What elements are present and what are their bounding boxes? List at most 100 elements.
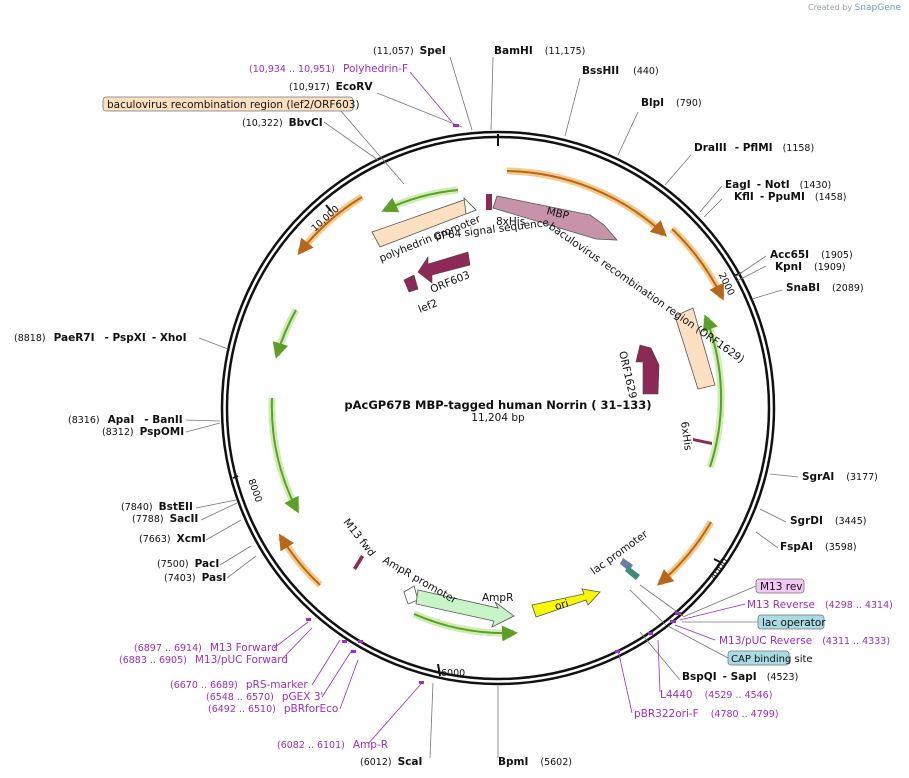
- site-bspqi-sapi[interactable]: BspQI- SapI(4523): [682, 671, 798, 683]
- snapgene-logo-text: SnapGene: [854, 3, 901, 13]
- lac-operator-label: lac operator: [762, 617, 826, 629]
- site-pasi[interactable]: (7403)PasI: [164, 572, 226, 584]
- orf603-arrow: [417, 251, 471, 284]
- site-draiii-pflmi[interactable]: DraIII- PflMI(1158): [694, 142, 814, 154]
- plasmid-title: pAcGP67B MBP-tagged human Norrin ( 31–13…: [344, 398, 651, 412]
- site-blpi[interactable]: BlpI(790): [641, 97, 702, 109]
- site-paer7i-pspxi-xhoi[interactable]: (8818)PaeR7I- PspXI- XhoI: [14, 332, 187, 344]
- feature-orf1629[interactable]: ORF1629: [616, 350, 639, 400]
- m13-fwd-shape: [353, 555, 364, 570]
- restriction-site-labels: (11,057)SpeI BamHI(11,175) BssHII(440) (…: [14, 45, 878, 768]
- ampr-arrow: [415, 589, 515, 628]
- primer-m13-forward[interactable]: (6897 .. 6914)M13 Forward: [134, 642, 278, 654]
- primer-l4440[interactable]: L4440(4529 .. 4546): [660, 689, 772, 701]
- site-xcmi[interactable]: (7663)XcmI: [139, 533, 206, 545]
- orf-arc-right-upper-glow: [669, 226, 726, 299]
- feature-ori[interactable]: ori: [554, 598, 570, 613]
- ampr-promoter-shape: [403, 585, 419, 605]
- orf-arc-upper-left: [297, 196, 363, 256]
- orf1629-arrow: [635, 344, 660, 395]
- boxed-feature-labels: baculovirus recombination region (lef2/O…: [102, 96, 826, 666]
- feature-6xhis[interactable]: 6xHis: [678, 421, 694, 452]
- primer-leader-lines: [273, 71, 746, 745]
- feature-ampr[interactable]: AmpR: [482, 592, 513, 604]
- feature-lac-promoter[interactable]: lac promoter: [589, 528, 651, 578]
- mbp-shape: [492, 195, 618, 241]
- lac-operator-shape: [625, 566, 640, 580]
- site-bbvci[interactable]: (10,322)BbvCI: [242, 117, 323, 129]
- primer-m13-puc-forward[interactable]: (6883 .. 6905)M13/pUC Forward: [119, 654, 288, 666]
- polyhedrin-promoter-tip: [463, 196, 477, 215]
- orf-arc-bottom-green: [413, 613, 518, 642]
- site-bsshii[interactable]: BssHII(440): [582, 65, 659, 77]
- orf-arc-top-right: [506, 170, 667, 237]
- site-kpni[interactable]: KpnI(1909): [775, 261, 846, 273]
- orf-arc-top-green: [381, 189, 459, 213]
- orf-arc-left-green-glow: [268, 397, 301, 512]
- cap-binding-site-box[interactable]: [727, 650, 790, 666]
- site-fspai[interactable]: FspAI(3598): [780, 541, 857, 553]
- backbone-outer-ring: [220, 130, 776, 686]
- primer-polyhedrin-f[interactable]: (10,934 .. 10,951)Polyhedrin-F: [249, 63, 408, 75]
- orf-arc-left-green: [270, 397, 299, 514]
- recomb-region-lef2-label: baculovirus recombination region (lef2/O…: [107, 99, 360, 111]
- primer-pbrforeco[interactable]: (6492 .. 6510)pBRforEco: [208, 703, 338, 715]
- recomb-region-lef2-box[interactable]: [102, 96, 354, 112]
- plasmid-length: 11,204 bp: [471, 412, 525, 424]
- feature-mbp[interactable]: MBP: [545, 205, 570, 222]
- site-paci[interactable]: (7500)PacI: [157, 558, 219, 570]
- site-spei[interactable]: (11,057)SpeI: [373, 45, 446, 57]
- tick-label-6000: 6000: [441, 668, 465, 679]
- site-acc65i[interactable]: Acc65I(1905): [770, 249, 853, 261]
- site-bpmi[interactable]: BpmI(5602): [498, 756, 572, 768]
- orf-arc-right-green: [702, 314, 723, 468]
- site-kfli-ppumi[interactable]: KflI- PpuMI(1458): [734, 191, 846, 203]
- orf-arc-left-upper-green: [272, 309, 297, 359]
- primer-pgex-3[interactable]: (6548 .. 6570)pGEX 3': [206, 691, 323, 703]
- site-scai[interactable]: (6012)ScaI: [360, 756, 422, 768]
- feature-gp64-signal-sequence[interactable]: GP64 signal sequence: [433, 217, 550, 243]
- primer-amp-r[interactable]: (6082 .. 6101)Amp-R: [277, 739, 388, 751]
- primer-labels: (10,934 .. 10,951)Polyhedrin-F M13 Rever…: [119, 63, 893, 751]
- lac-operator-box[interactable]: [757, 614, 825, 630]
- site-ecorv[interactable]: (10,917)EcoRV: [289, 81, 373, 93]
- orf-arcs: [268, 167, 726, 642]
- site-sgrdi[interactable]: SgrDI(3445): [790, 515, 866, 527]
- site-leader-lines: [185, 56, 799, 759]
- m13-rev-label: M13 rev: [760, 581, 803, 593]
- site-sgrai[interactable]: SgrAI(3177): [802, 471, 878, 483]
- cap-binding-site-label: CAP binding site: [731, 654, 813, 665]
- feature-lef2[interactable]: lef2: [417, 297, 440, 316]
- site-bsteii[interactable]: (7840)BstEII: [121, 501, 193, 513]
- site-eagi-noti[interactable]: EagI- NotI(1430): [725, 179, 831, 191]
- m13-rev-box[interactable]: [755, 578, 805, 594]
- tick-label-8000: 8000: [245, 477, 264, 503]
- primer-marks: [306, 124, 681, 684]
- site-pspomi[interactable]: (8312)PspOMI: [102, 426, 184, 438]
- tick-label-4000: 4000: [708, 556, 731, 582]
- lef2-shape: [403, 274, 419, 293]
- sixhis-shape: [693, 438, 712, 445]
- primer-prs-marker[interactable]: (6670 .. 6689)pRS-marker: [170, 679, 308, 691]
- primer-m13-reverse[interactable]: M13 Reverse(4298 .. 4314): [747, 599, 893, 611]
- site-sacii[interactable]: (7788)SacII: [132, 513, 198, 525]
- primer-m13-puc-reverse[interactable]: M13/pUC Reverse(4311 .. 4333): [719, 635, 890, 647]
- orf-arc-right-upper: [671, 228, 724, 301]
- box-leader-lines: [629, 584, 758, 659]
- primer-pbr322ori-f[interactable]: pBR322ori-F(4780 .. 4799): [634, 708, 779, 720]
- site-bamhi[interactable]: BamHI(11,175): [494, 45, 585, 57]
- feature-shapes: [353, 194, 716, 628]
- orf-arc-lower-right-glow: [657, 520, 715, 586]
- feature-m13-fwd[interactable]: M13 fwd: [341, 516, 378, 558]
- site-apai-banii[interactable]: (8316)ApaI- BanII: [68, 414, 183, 426]
- ori-arrow: [531, 588, 601, 618]
- signal-sequence-shape: [486, 194, 492, 210]
- orf1629-recomb-region-shape: [674, 307, 716, 390]
- feature-8xhis[interactable]: 8xHis: [496, 216, 525, 228]
- site-snabi[interactable]: SnaBI(2089): [786, 282, 864, 294]
- backbone-ticks: [232, 134, 742, 677]
- created-by-credit: Created by SnapGene: [808, 3, 901, 13]
- orf-arc-lower-right: [656, 521, 712, 586]
- credit-prefix: Created by: [808, 3, 853, 12]
